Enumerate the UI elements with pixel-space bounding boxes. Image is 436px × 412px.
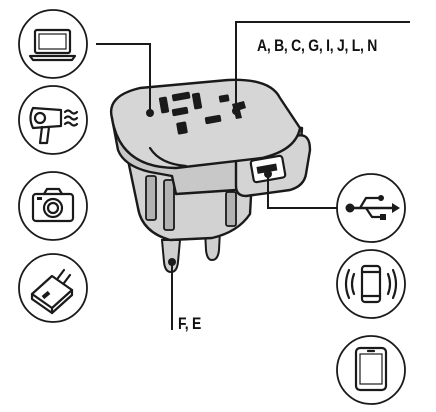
usb-charger-icon (18, 253, 88, 323)
travel-adapter (109, 78, 312, 274)
plug-types-label: F, E (178, 314, 202, 333)
usb-icon (336, 173, 406, 243)
laptop-icon (18, 9, 88, 79)
universal-socket-face (109, 78, 302, 170)
camera-icon (18, 171, 88, 241)
hair-dryer-icon (18, 85, 88, 155)
smartphone-vibrate-icon (336, 249, 406, 319)
tablet-icon (336, 335, 406, 405)
callout-lines (96, 21, 410, 330)
socket-types-label: A, B, C, G, I, J, L, N (257, 36, 378, 55)
